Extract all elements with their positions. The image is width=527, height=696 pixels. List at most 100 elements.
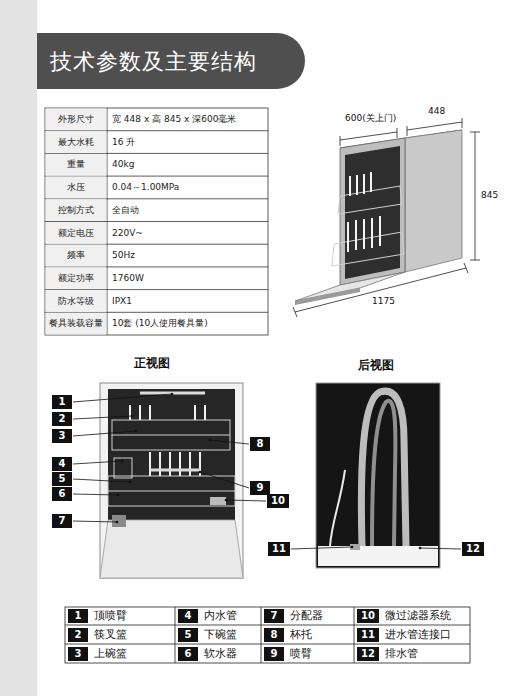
dimension: 600(关上门) (345, 112, 396, 125)
spec-name-cell: 外形尺寸 (45, 108, 107, 131)
legend-table-grid (65, 607, 470, 663)
callout-number: 10 (267, 494, 289, 508)
spec-name-cell: 防水等级 (45, 290, 107, 313)
leader-dot (117, 494, 120, 497)
callout-number: 9 (271, 648, 278, 659)
part-name: 上碗篮 (94, 647, 127, 661)
part-name: 微过滤器系统 (385, 609, 451, 623)
leader-line (73, 431, 136, 436)
legend-number-box: 2筷叉篮 (68, 628, 88, 642)
part-name: 下碗篮 (204, 628, 237, 642)
leader-line (226, 500, 266, 501)
callout-number: 5 (52, 472, 72, 486)
legend-number-box: 3上碗篮 (68, 647, 88, 661)
leader-line (73, 394, 172, 402)
callout-number: 12 (466, 543, 480, 554)
legend-number-box: 8杯托 (264, 628, 284, 642)
leader-dot (419, 547, 422, 550)
callout-number: 11 (272, 543, 286, 554)
legend-number-box: 1顶喷臂 (68, 609, 88, 623)
spec-name-cell: 频率 (45, 244, 107, 267)
part-name: 分配器 (290, 609, 323, 623)
part-name: 顶喷臂 (94, 609, 127, 623)
callout-number: 11 (268, 542, 290, 556)
part-name: 喷臂 (290, 647, 312, 661)
leader-dot (225, 499, 228, 502)
dishwasher-3d (295, 130, 462, 305)
dimension: 448 (428, 106, 445, 116)
leader-line (73, 461, 122, 464)
spec-table-grid (45, 108, 268, 335)
callout-number: 1 (75, 610, 82, 621)
spec-value-cell: 宽 448 x 高 845 x 深600毫米 (112, 108, 236, 131)
callout-number: 4 (185, 610, 192, 621)
leader-line (420, 548, 461, 549)
callout-number: 4 (52, 457, 72, 471)
callout-number: 5 (59, 473, 66, 484)
callout-number: 3 (75, 648, 82, 659)
part-name: 内水管 (204, 609, 237, 623)
leader-dot (209, 439, 212, 442)
leader-dot (351, 546, 354, 549)
front-view (100, 383, 243, 578)
callout-number: 6 (52, 487, 72, 501)
dimension-lines (293, 118, 480, 317)
spec-value-cell: 0.04～1.00MPa (112, 176, 179, 199)
callout-number: 12 (462, 542, 484, 556)
callout-number: 1 (59, 396, 66, 407)
dimension: 845 (481, 190, 498, 200)
leader-line (73, 479, 130, 482)
legend-number-box: 9喷臂 (264, 647, 284, 661)
spec-value-cell: IPX1 (112, 290, 132, 313)
legend-number-box: 11进水管连接口 (357, 628, 379, 642)
legend-number-box: 4内水管 (178, 609, 198, 623)
leader-dot (171, 393, 174, 396)
view-heading: 后视图 (358, 357, 394, 374)
callout-number: 2 (59, 413, 66, 424)
callout-number: 9 (250, 481, 270, 495)
callout-number: 7 (59, 515, 66, 526)
part-name: 进水管连接口 (385, 628, 451, 642)
view-heading: 正视图 (134, 355, 170, 372)
title-banner (37, 33, 305, 89)
leader-line (200, 472, 249, 488)
part-name: 杯托 (290, 628, 312, 642)
leader-line (73, 521, 117, 522)
side-band (0, 0, 37, 696)
part-name: 排水管 (385, 647, 418, 661)
spec-name-cell: 水压 (45, 176, 107, 199)
callout-number: 3 (59, 430, 66, 441)
legend-number-box: 6软水器 (178, 647, 198, 661)
callout-number: 7 (52, 514, 72, 528)
legend-number-box: 10微过滤器系统 (357, 609, 379, 623)
callout-number: 10 (361, 610, 375, 621)
spec-name-cell: 控制方式 (45, 199, 107, 222)
leader-line (291, 547, 352, 549)
leader-dot (135, 430, 138, 433)
leader-line (73, 416, 132, 419)
back-view (316, 383, 440, 568)
leader-line (210, 440, 249, 444)
leader-line (73, 494, 118, 495)
leader-dot (121, 460, 124, 463)
callout-number: 2 (75, 629, 82, 640)
page-title: 技术参数及主要结构 (50, 47, 257, 77)
callout-number: 11 (361, 629, 375, 640)
callout-number: 8 (250, 437, 270, 451)
spec-value-cell: 10套 (10人使用餐具量) (112, 312, 208, 335)
dimension: 1175 (372, 296, 395, 306)
callout-number: 4 (59, 458, 66, 469)
callout-number: 8 (271, 629, 278, 640)
callout-number: 7 (271, 610, 278, 621)
callout-number: 3 (52, 429, 72, 443)
spec-value-cell: 220V~ (112, 222, 143, 245)
legend-number-box: 5下碗篮 (178, 628, 198, 642)
spec-value-cell: 全自动 (112, 199, 139, 222)
spec-value-cell: 50Hz (112, 244, 135, 267)
spec-name-cell: 额定功率 (45, 267, 107, 290)
spec-value-cell: 1760W (112, 267, 144, 290)
spec-name-cell: 重量 (45, 153, 107, 176)
callout-number: 6 (59, 488, 66, 499)
